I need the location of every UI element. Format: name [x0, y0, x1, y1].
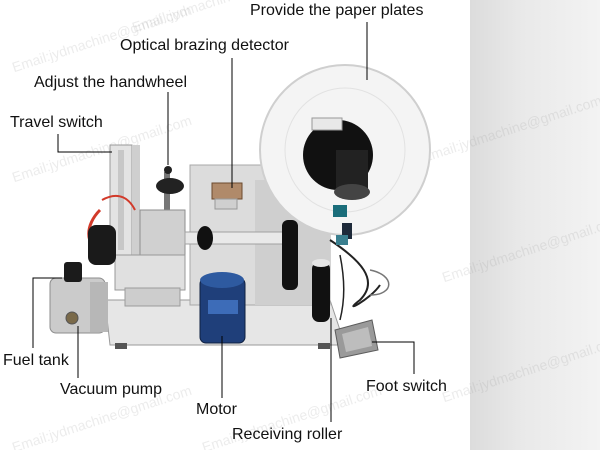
feed-roller: [197, 226, 213, 250]
travel-switch-column-side: [132, 145, 140, 255]
fuel-tank: [64, 262, 82, 282]
label-foot-switch: Foot switch: [366, 378, 447, 395]
detector-arm: [214, 198, 238, 210]
side-knob-3: [336, 235, 348, 245]
label-vacuum-pump: Vacuum pump: [60, 381, 162, 398]
motor-label: [208, 300, 238, 314]
vacuum-pump-window: [65, 311, 79, 325]
background-panel: [470, 0, 600, 450]
vertical-roller: [282, 220, 298, 290]
vacuum-cylinder: [88, 225, 116, 265]
label-head-grill: [124, 287, 181, 307]
label-paper-plates: Provide the paper plates: [250, 2, 424, 19]
travel-switch-column-inner: [118, 150, 124, 250]
label-brazing-detector: Optical brazing detector: [120, 37, 289, 54]
cable-3: [339, 254, 345, 321]
roll-clip: [311, 117, 343, 131]
label-fuel-tank: Fuel tank: [3, 352, 69, 369]
label-travel-switch: Travel switch: [10, 114, 103, 131]
roll-shaft-end: [334, 184, 370, 200]
base-foot-right: [318, 343, 330, 349]
receiving-roller-cap: [312, 259, 330, 267]
leader-lines: [32, 22, 415, 422]
motor-top: [200, 272, 244, 288]
handwheel-cap: [164, 166, 172, 174]
side-knob: [333, 205, 347, 217]
cable-2: [369, 269, 390, 296]
label-head-plate: [114, 254, 186, 291]
handwheel: [156, 178, 184, 194]
leader-foot-switch: [372, 341, 415, 374]
label-receiving-roller: Receiving roller: [232, 426, 343, 443]
side-knob-2: [342, 223, 352, 239]
leader-fuel-tank: [32, 277, 62, 348]
detector-mount: [211, 182, 243, 200]
receiving-roller: [312, 262, 330, 322]
air-tube-2: [101, 194, 136, 211]
base-foot-left: [115, 343, 127, 349]
cable: [329, 239, 381, 308]
leader-travel-switch: [57, 134, 112, 153]
label-handwheel: Adjust the handwheel: [34, 74, 187, 91]
foot-switch-pedal: [342, 327, 372, 352]
label-motor: Motor: [196, 401, 237, 418]
vacuum-pump-side: [90, 282, 108, 332]
